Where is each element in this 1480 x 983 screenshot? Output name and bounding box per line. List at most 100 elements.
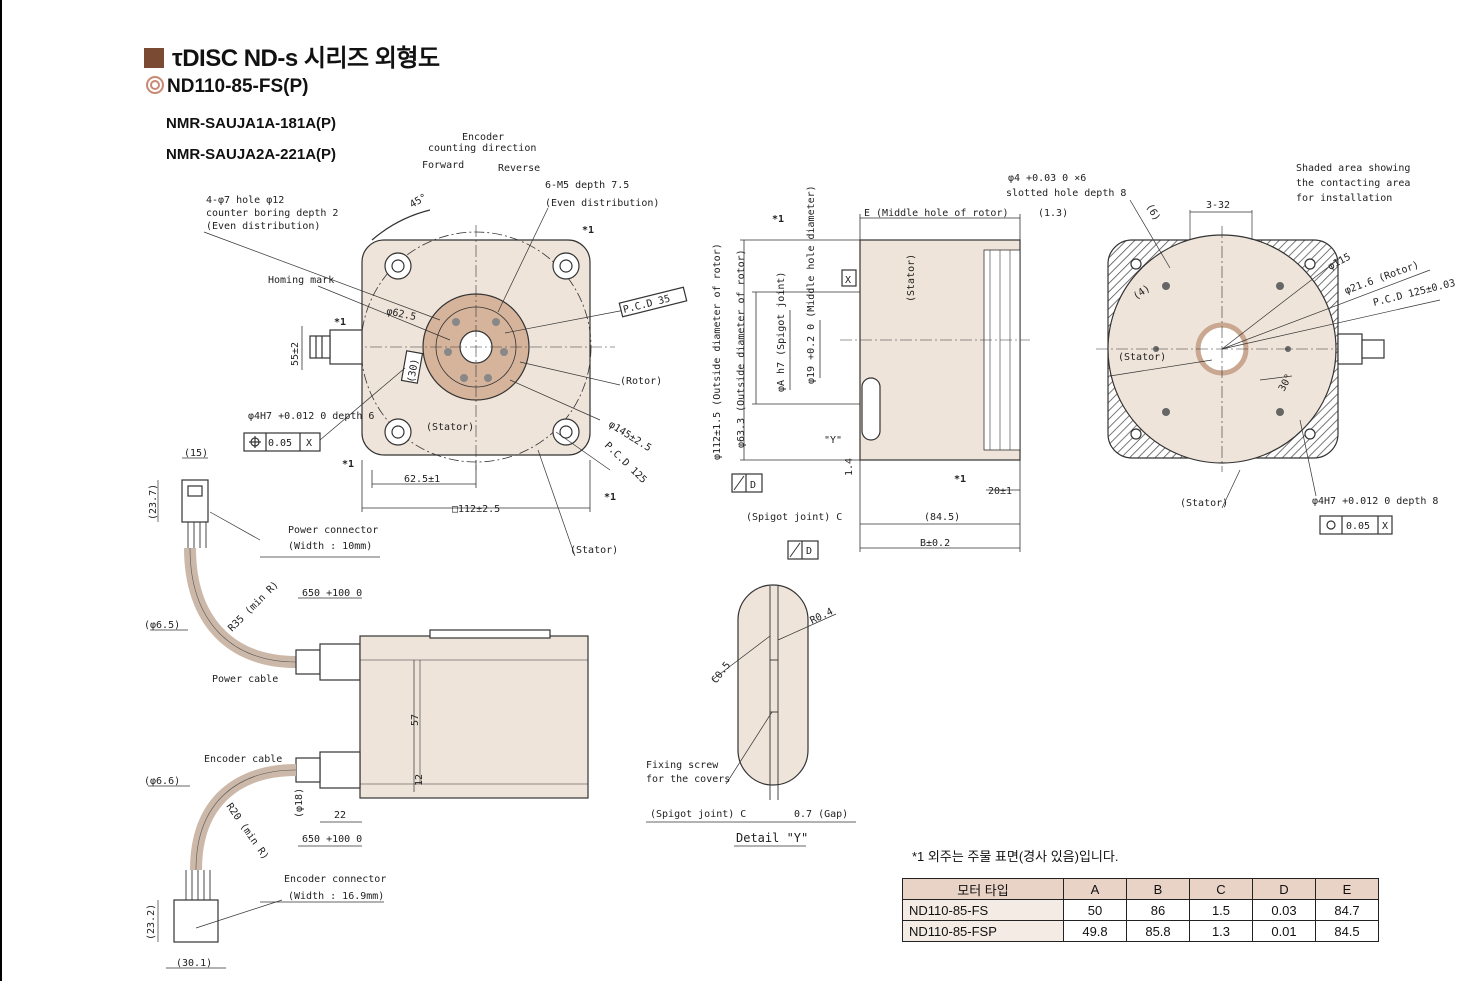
svg-text:*1: *1	[582, 225, 594, 236]
svg-text:φ4H7 +0.012 0 depth 6: φ4H7 +0.012 0 depth 6	[248, 411, 374, 422]
svg-text:D: D	[750, 480, 756, 491]
mount-hole-bl	[384, 418, 412, 446]
page-title: τDISC ND-s 시리즈 외형도	[144, 38, 440, 73]
svg-text:Fixing screw: Fixing screw	[646, 760, 719, 771]
svg-text:Power cable: Power cable	[212, 674, 278, 685]
cell: ND110-85-FS	[902, 899, 1064, 921]
header-b: B	[1126, 878, 1190, 900]
svg-text:(Stator): (Stator)	[426, 422, 474, 433]
svg-text:(1.3): (1.3)	[1038, 208, 1068, 219]
svg-text:(Even distribution): (Even distribution)	[545, 198, 659, 209]
svg-text:Homing mark: Homing mark	[268, 275, 334, 286]
header-motor-type: 모터 타입	[902, 878, 1064, 900]
svg-text:φ63.3 (Outside diameter of rot: φ63.3 (Outside diameter of rotor)	[736, 249, 747, 448]
svg-text:(Width : 16.9mm): (Width : 16.9mm)	[288, 891, 384, 902]
svg-text:(15): (15)	[184, 448, 208, 459]
header-a: A	[1063, 878, 1127, 900]
cell: 1.3	[1189, 920, 1253, 942]
svg-text:3-32: 3-32	[1206, 200, 1230, 211]
spec-table: 모터 타입 A B C D E ND110-85-FS 50 86 1.5 0.…	[902, 878, 1379, 942]
front-tolerance-frame	[243, 432, 321, 452]
cell: 84.7	[1315, 899, 1379, 921]
header-c: C	[1189, 878, 1253, 900]
svg-text:Shaded area showing: Shaded area showing	[1296, 163, 1410, 174]
svg-text:(Stator): (Stator)	[1118, 352, 1166, 363]
svg-text:X: X	[1382, 521, 1388, 532]
title-square-icon	[144, 48, 164, 68]
svg-text:Reverse: Reverse	[498, 163, 540, 174]
front-view	[203, 207, 688, 557]
svg-text:*1: *1	[954, 474, 966, 485]
svg-text:*1: *1	[604, 492, 616, 503]
svg-text:X: X	[845, 275, 851, 286]
power-cable	[184, 547, 297, 668]
encoder-connector	[173, 899, 219, 943]
svg-text:*1: *1	[772, 214, 784, 225]
svg-text:φ4H7 +0.012 0 depth 8: φ4H7 +0.012 0 depth 8	[1312, 496, 1438, 507]
svg-text:(23.7): (23.7)	[148, 484, 159, 520]
rear-view	[1096, 199, 1441, 535]
svg-text:20±1: 20±1	[988, 486, 1012, 497]
svg-text:R35 (min R): R35 (min R)	[226, 580, 281, 635]
svg-text:slotted hole depth 8: slotted hole depth 8	[1006, 188, 1126, 199]
svg-text:counter boring depth 2: counter boring depth 2	[206, 208, 338, 219]
part-number-2: NMR-SAUJA2A-221A(P)	[166, 146, 337, 163]
double-circle-icon	[146, 76, 164, 94]
detail-y-marker	[861, 377, 881, 441]
svg-text:(30.1): (30.1)	[176, 958, 212, 969]
svg-text:C0.5: C0.5	[710, 660, 734, 686]
svg-text:(φ6.5): (φ6.5)	[144, 620, 180, 631]
svg-text:(23.2): (23.2)	[146, 904, 157, 940]
table-row: ND110-85-FS 50 86 1.5 0.03 84.7	[902, 899, 1379, 921]
cable-view	[148, 457, 589, 969]
cell: 0.01	[1252, 920, 1316, 942]
svg-text:(30): (30)	[406, 358, 421, 384]
svg-text:0.05: 0.05	[268, 438, 292, 449]
part-number-1: NMR-SAUJA1A-181A(P)	[166, 115, 337, 132]
svg-text:φ19 +0.2 0 (Middle hole diamet: φ19 +0.2 0 (Middle hole diameter)	[806, 185, 817, 384]
svg-text:φA h7 (Spigot joint): φA h7 (Spigot joint)	[776, 272, 787, 392]
svg-text:φ4 +0.03 0 ×6: φ4 +0.03 0 ×6	[1008, 173, 1086, 184]
svg-text:R0.4: R0.4	[808, 606, 834, 626]
svg-text:(Rotor): (Rotor)	[620, 376, 662, 387]
svg-text:Power connector: Power connector	[288, 525, 378, 536]
mount-hole-br	[552, 418, 580, 446]
front-connector	[329, 329, 363, 365]
svg-text:(Stator): (Stator)	[906, 254, 917, 302]
svg-text:B±0.2: B±0.2	[920, 538, 950, 549]
svg-text:for installation: for installation	[1296, 193, 1392, 204]
svg-text:22: 22	[334, 810, 346, 821]
svg-text:(φ18): (φ18)	[294, 788, 305, 818]
svg-text:Encoder connector: Encoder connector	[284, 874, 386, 885]
footnote: *1 외주는 주물 표면(경사 있음)입니다.	[912, 849, 1119, 864]
svg-text:650 +100 0: 650 +100 0	[302, 834, 362, 845]
svg-text:0.05: 0.05	[1346, 521, 1370, 532]
cell: 0.03	[1252, 899, 1316, 921]
svg-text:(6): (6)	[1143, 202, 1162, 223]
svg-text:(Width : 10mm): (Width : 10mm)	[288, 541, 372, 552]
model-name: ND110-85-FS(P)	[146, 76, 309, 98]
svg-text:(φ6.6): (φ6.6)	[144, 776, 180, 787]
svg-text:57: 57	[410, 714, 421, 726]
cell: 84.5	[1315, 920, 1379, 942]
svg-text:*1: *1	[342, 459, 354, 470]
svg-text:1.4: 1.4	[844, 458, 855, 476]
svg-text:6-M5 depth 7.5: 6-M5 depth 7.5	[545, 180, 629, 191]
spec-table-header: 모터 타입 A B C D E	[902, 878, 1379, 900]
svg-text:Forward: Forward	[422, 160, 464, 171]
svg-text:counting direction: counting direction	[428, 143, 536, 154]
svg-text:45°: 45°	[408, 192, 429, 211]
header-d: D	[1252, 878, 1316, 900]
svg-text:φ112±1.5 (Outside diameter of: φ112±1.5 (Outside diameter of rotor)	[712, 243, 723, 460]
svg-text:4-φ7 hole φ12: 4-φ7 hole φ12	[206, 195, 284, 206]
svg-text:"Y": "Y"	[824, 435, 842, 446]
svg-text:the contacting area: the contacting area	[1296, 178, 1410, 189]
svg-text:12: 12	[414, 774, 425, 786]
svg-text:0.7 (Gap): 0.7 (Gap)	[794, 809, 848, 820]
cell: 49.8	[1063, 920, 1127, 942]
svg-text:Detail "Y": Detail "Y"	[736, 831, 808, 845]
svg-text:(84.5): (84.5)	[924, 512, 960, 523]
detail-y-view	[646, 584, 856, 847]
svg-text:*1: *1	[334, 317, 346, 328]
